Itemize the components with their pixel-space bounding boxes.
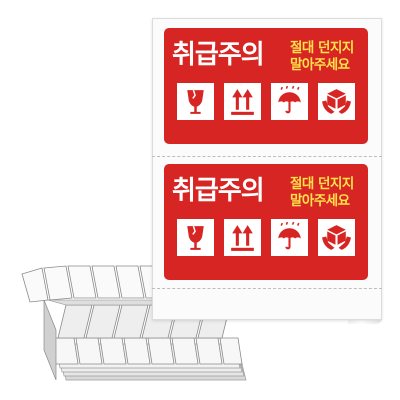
handle-with-care-icon bbox=[318, 83, 355, 120]
sticker-subtitle: 절대 던지지 bbox=[290, 176, 354, 192]
sticker-icon-row bbox=[177, 219, 357, 257]
sticker-subtitle: 말아주세요 bbox=[290, 57, 350, 73]
fragile-glass-icon bbox=[177, 83, 214, 120]
handle-with-care-icon bbox=[318, 219, 355, 256]
this-way-up-icon bbox=[224, 83, 261, 120]
this-way-up-icon bbox=[224, 219, 261, 256]
perforation-line bbox=[152, 288, 382, 289]
sticker-title: 취급주의 bbox=[172, 176, 265, 206]
caution-sticker: 취급주의 절대 던지지 말아주세요 bbox=[160, 160, 372, 284]
stack-bottom-row bbox=[51, 337, 243, 365]
perforation-line bbox=[152, 156, 382, 157]
fragile-glass-icon bbox=[177, 219, 214, 256]
sticker-subtitle: 절대 던지지 bbox=[290, 40, 354, 56]
keep-dry-umbrella-icon bbox=[271, 83, 308, 120]
sticker-subtitle: 말아주세요 bbox=[290, 193, 350, 209]
caution-sticker: 취급주의 절대 던지지 말아주세요 bbox=[160, 24, 372, 148]
sticker-face: 취급주의 절대 던지지 말아주세요 bbox=[164, 28, 368, 144]
sticker-icon-row bbox=[177, 83, 357, 121]
sticker-title: 취급주의 bbox=[172, 40, 265, 70]
sticker-face: 취급주의 절대 던지지 말아주세요 bbox=[164, 164, 368, 280]
stack-side bbox=[43, 299, 57, 381]
keep-dry-umbrella-icon bbox=[271, 219, 308, 256]
